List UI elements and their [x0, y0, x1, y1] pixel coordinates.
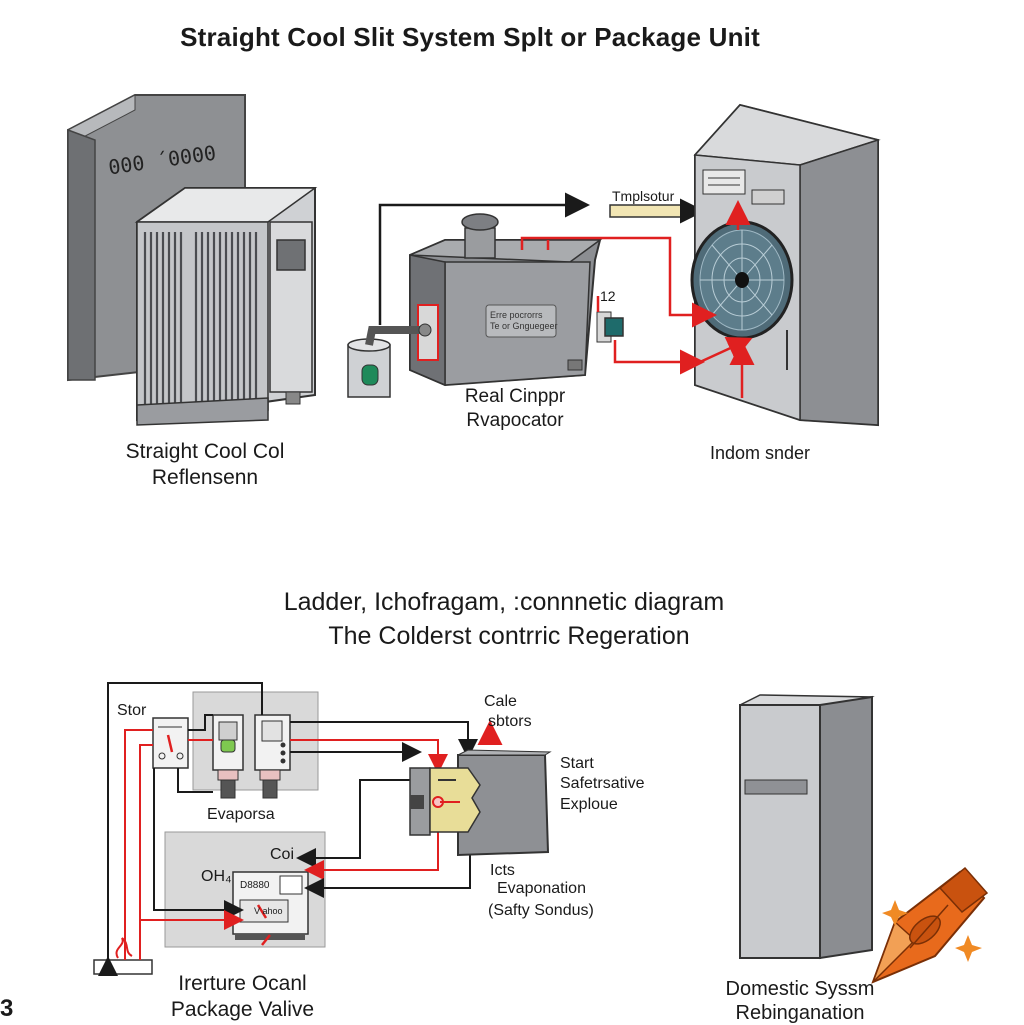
- icts-label-3: (Safty Sondus): [488, 902, 594, 919]
- indoor-label: Indom snder: [709, 443, 811, 463]
- filter-drier: [347, 323, 432, 398]
- condenser-label-2: Reflensenn: [151, 466, 259, 489]
- compressor-label-1: Real Cinppr: [464, 386, 566, 407]
- domestic-fridge: [739, 694, 875, 960]
- evaporsa-label: Evaporsa: [207, 806, 275, 823]
- sparkle-icon: [882, 900, 982, 962]
- compressor-label-2: Rvapocator: [466, 410, 564, 431]
- package-label-2: Package Valive: [170, 998, 315, 1021]
- start-label-1: Start: [560, 755, 594, 772]
- condenser-label-1: Straight Cool Col: [125, 440, 285, 463]
- icts-label-1: Icts: [490, 862, 515, 879]
- cale-label-1: Cale: [484, 693, 517, 710]
- coi-label: Coi: [270, 846, 295, 863]
- start-label-2: Safetrsative: [560, 775, 645, 792]
- top-title: Straight Cool Slit System Splt or Packag…: [180, 22, 760, 52]
- condenser-unit: [134, 187, 318, 426]
- compressor-plate-1: Erre pocrorrs: [490, 310, 543, 320]
- cale-label-2: sbtors: [488, 713, 532, 730]
- panel-small-text: V ahoo: [254, 906, 283, 916]
- start-label-3: Exploue: [560, 796, 618, 813]
- temperature-sensor: [609, 198, 705, 224]
- valve-number: 12: [600, 288, 616, 304]
- safety-switch-box: [409, 749, 552, 857]
- ladder-wiring: [98, 682, 503, 976]
- ladder-diagram: [93, 691, 326, 975]
- icts-label-2: Evaponation: [497, 880, 586, 897]
- expansion-valve: [596, 311, 624, 343]
- bottom-title-2: The Colderst contrric Regeration: [328, 622, 690, 650]
- top-refrigerant-lines: [378, 192, 755, 398]
- compressor-plate-2: Te or Gnguegeer: [490, 321, 558, 331]
- compressor-unit: [409, 213, 603, 387]
- fridge-label-1: Domestic Syssm: [725, 978, 875, 1000]
- bottom-title-1: Ladder, Ichofragam, :connnetic diagram: [283, 588, 725, 616]
- temperature-label: Tmplsotur: [612, 188, 675, 204]
- stor-label: Stor: [117, 702, 147, 719]
- corner-number: 3: [0, 995, 14, 1022]
- fridge-label-2: Rebinganation: [735, 1002, 865, 1024]
- condenser-grille: [143, 232, 258, 405]
- indoor-fan: [690, 220, 794, 340]
- crayon-icon: [871, 866, 989, 984]
- package-label-1: Irerture Ocanl: [178, 972, 307, 995]
- panel-text: D8880: [240, 880, 270, 891]
- oh-label: OH₄: [201, 868, 232, 885]
